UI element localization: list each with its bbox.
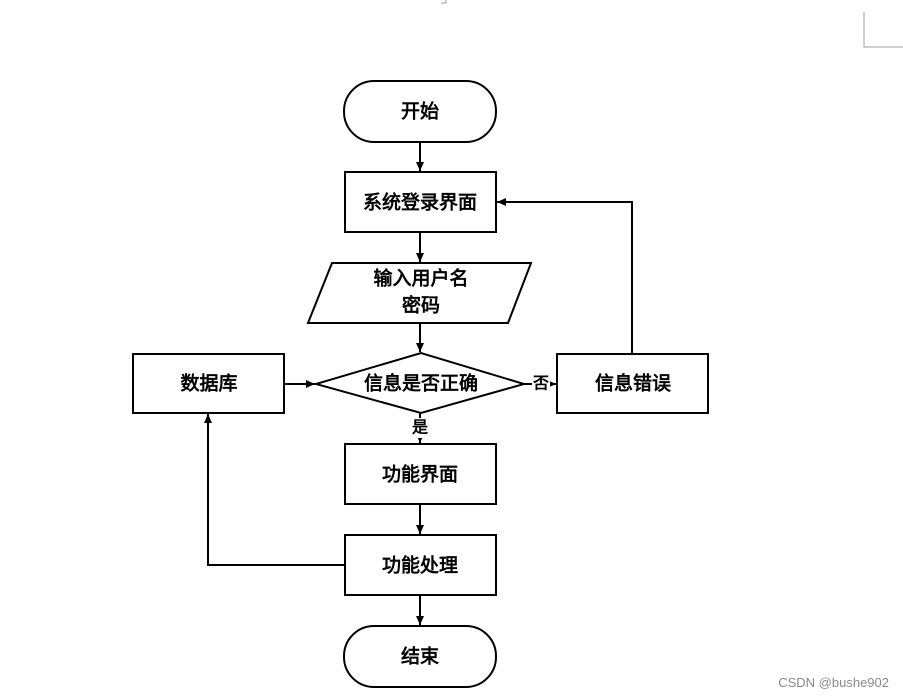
node-error-label: 信息错误 — [595, 372, 672, 395]
edge-label-no-bg — [532, 373, 550, 395]
node-start: 开始 — [343, 80, 497, 143]
node-function-process-label: 功能处理 — [382, 554, 458, 577]
edge-process-to-database — [204, 414, 345, 566]
node-error: 信息错误 — [556, 353, 709, 414]
node-input-label-line2: 密码 — [402, 294, 440, 317]
node-database-label: 数据库 — [180, 372, 237, 395]
edge-label-yes: 是 — [411, 418, 428, 437]
node-check-label: 信息是否正确 — [364, 372, 478, 395]
node-end: 结束 — [343, 625, 497, 688]
node-login: 系统登录界面 — [344, 171, 497, 233]
node-start-label: 开始 — [401, 100, 439, 123]
node-check: 信息是否正确 — [312, 351, 528, 415]
edge-error-to-login — [497, 198, 633, 354]
node-input: 输入用户名 密码 — [306, 262, 533, 324]
node-input-label-line1: 输入用户名 — [373, 267, 468, 290]
node-function-ui-label: 功能界面 — [382, 463, 458, 486]
watermark-text: CSDN @bushe902 — [778, 675, 889, 690]
node-function-ui: 功能界面 — [344, 443, 497, 505]
node-login-label: 系统登录界面 — [363, 191, 477, 214]
edge-label-no: 否 — [532, 374, 549, 393]
node-database: 数据库 — [132, 353, 285, 414]
page-corner-mark — [863, 12, 903, 48]
node-end-label: 结束 — [401, 645, 440, 668]
node-function-process: 功能处理 — [344, 534, 497, 596]
edge-label-yes-bg — [411, 418, 429, 438]
paragraph-mark — [441, 0, 447, 4]
